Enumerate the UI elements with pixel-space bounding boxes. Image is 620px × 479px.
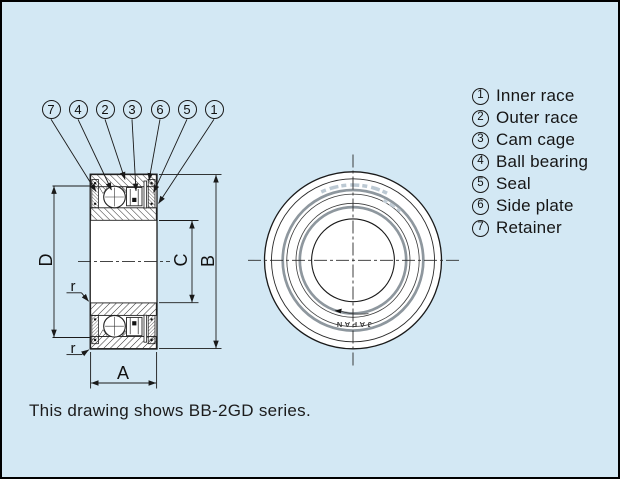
dim-label-r-bottom: r [70, 339, 76, 357]
dim-label-d: D [36, 253, 56, 267]
callout-circle-5: 5 [177, 100, 197, 119]
legend-label: Inner race [496, 86, 575, 105]
callout-number: 5 [183, 102, 191, 117]
dim-label-a: A [116, 363, 129, 383]
legend-label: Seal [496, 174, 531, 193]
face-etching-mark [382, 199, 404, 215]
caption-text: This drawing shows BB-2GD series. [29, 401, 311, 420]
seal-left-section [91, 179, 99, 209]
legend-item-retainer: 7 Retainer [472, 217, 588, 239]
callout-number: 4 [74, 102, 82, 117]
dimension-lines [51, 174, 222, 389]
legend-item-seal: 5 Seal [472, 173, 588, 195]
dim-label-r-top: r [70, 277, 76, 295]
legend-item-inner-race: 1 Inner race [472, 85, 588, 107]
front-view [248, 154, 459, 366]
callout-circle-1: 1 [204, 100, 224, 119]
callout-circle-3: 3 [122, 100, 142, 119]
rotation-arrow-line [340, 310, 369, 315]
cam-cage-section [126, 187, 143, 207]
legend-number-circle: 4 [472, 153, 489, 171]
leader-1-inner-race [158, 119, 215, 204]
japan-stamp: JAPAN [334, 320, 372, 329]
callout-number: 7 [47, 102, 55, 117]
callout-number: 2 [101, 102, 109, 117]
callout-circle-2: 2 [95, 100, 115, 119]
legend-item-cam-cage: 3 Cam cage [472, 129, 588, 151]
cam-roller [132, 197, 137, 202]
leader-4-ball-bearing [77, 119, 112, 191]
dim-label-b: B [198, 255, 218, 268]
legend-number-circle: 1 [472, 87, 489, 105]
legend-label: Outer race [496, 108, 579, 127]
seal-right-lip-bottom [150, 202, 153, 205]
legend-label: Retainer [496, 218, 562, 237]
callout-number: 1 [210, 102, 218, 117]
callout-number: 3 [128, 102, 136, 117]
legend-number-circle: 2 [472, 109, 489, 127]
leader-3-cam-cage [131, 119, 139, 192]
legend-label: Cam cage [496, 130, 576, 149]
callout-circle-6: 6 [150, 100, 170, 119]
face-etching-mark [320, 183, 392, 197]
outer-race-shoulder-left [98, 186, 108, 194]
seal-left-lip-bottom [93, 202, 97, 205]
legend-label: Side plate [496, 196, 574, 215]
side-plate-section [143, 180, 147, 209]
dim-label-c: C [171, 253, 191, 267]
callout-number: 6 [156, 102, 164, 117]
legend-number-circle: 6 [472, 197, 489, 215]
callout-circle-4: 4 [68, 100, 88, 119]
leader-5-seal [153, 119, 188, 193]
cross-section-view [78, 173, 170, 350]
r-leader-arrow-top [81, 292, 89, 302]
r-leader-arrow-bottom [81, 349, 90, 357]
legend-item-ball-bearing: 4 Ball bearing [472, 151, 588, 173]
legend-number-circle: 7 [472, 219, 489, 237]
legend-number-circle: 3 [472, 131, 489, 149]
parts-legend: 1 Inner race 2 Outer race 3 Cam cage 4 B… [472, 85, 588, 239]
bore-circle [311, 218, 395, 303]
legend-item-outer-race: 2 Outer race [472, 107, 588, 129]
inner-race-section [90, 207, 157, 221]
legend-label: Ball bearing [496, 152, 589, 171]
legend-item-side-plate: 6 Side plate [472, 195, 588, 217]
legend-number-circle: 5 [472, 175, 489, 193]
leader-2-outer-race [104, 119, 126, 180]
leader-6-side-plate [147, 119, 161, 181]
seal-left-lip-top [93, 182, 97, 185]
leader-7-retainer [50, 119, 97, 192]
seal-right-lip-top [150, 182, 153, 185]
callout-circle-7: 7 [41, 100, 61, 119]
rotation-arrowhead [334, 308, 342, 314]
callout-leader-lines [50, 119, 215, 204]
